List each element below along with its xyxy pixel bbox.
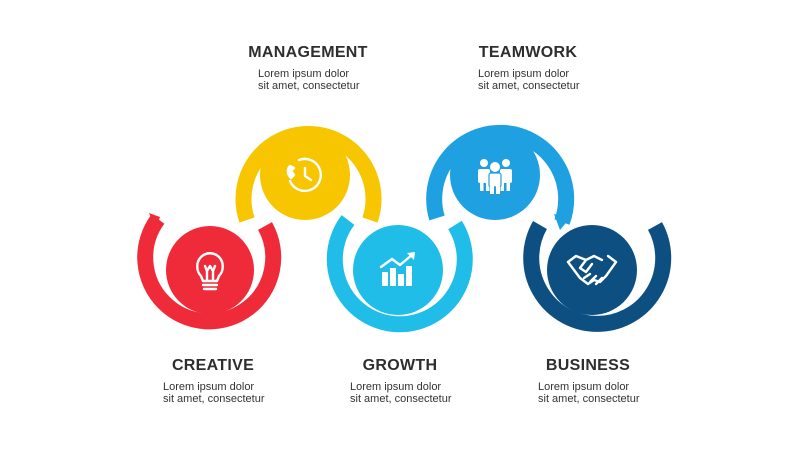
growth-inner-circle bbox=[353, 225, 443, 315]
label-description: Lorem ipsum dolor sit amet, consectetur bbox=[350, 381, 452, 405]
creative-inner-circle bbox=[166, 226, 254, 314]
label-description: Lorem ipsum dolor sit amet, consectetur bbox=[258, 68, 360, 92]
label-description: Lorem ipsum dolor sit amet, consectetur bbox=[163, 381, 265, 405]
team-people-icon bbox=[478, 159, 512, 194]
label-description: Lorem ipsum dolor sit amet, consectetur bbox=[478, 68, 580, 92]
step-creative bbox=[137, 213, 282, 330]
clock-phone-icon bbox=[286, 157, 322, 193]
label-title: CREATIVE bbox=[171, 357, 255, 374]
step-growth bbox=[326, 215, 473, 333]
step-business bbox=[523, 221, 672, 332]
label-title: GROWTH bbox=[362, 357, 438, 374]
label-creative: CREATIVE Lorem ipsum dolor sit amet, con… bbox=[103, 357, 323, 405]
label-growth: GROWTH Lorem ipsum dolor sit amet, conse… bbox=[290, 357, 510, 405]
label-title: MANAGEMENT bbox=[248, 44, 368, 61]
business-inner-circle bbox=[547, 225, 637, 315]
lightbulb-icon bbox=[196, 252, 224, 291]
label-management: MANAGEMENT Lorem ipsum dolor sit amet, c… bbox=[198, 44, 418, 92]
step-management bbox=[235, 126, 382, 223]
creative-ring-arrow bbox=[149, 213, 160, 229]
label-title: TEAMWORK bbox=[478, 44, 578, 61]
label-description: Lorem ipsum dolor sit amet, consectetur bbox=[538, 381, 640, 405]
teamwork-ring-arrow bbox=[554, 214, 570, 230]
creative-ring bbox=[137, 214, 282, 330]
bar-chart-growth-icon bbox=[379, 252, 415, 286]
growth-ring bbox=[326, 215, 473, 333]
label-title: BUSINESS bbox=[545, 357, 631, 374]
label-business: BUSINESS Lorem ipsum dolor sit amet, con… bbox=[478, 357, 698, 405]
label-teamwork: TEAMWORK Lorem ipsum dolor sit amet, con… bbox=[418, 44, 638, 92]
business-ring bbox=[523, 221, 672, 332]
step-teamwork bbox=[426, 124, 575, 230]
handshake-icon bbox=[566, 254, 618, 286]
